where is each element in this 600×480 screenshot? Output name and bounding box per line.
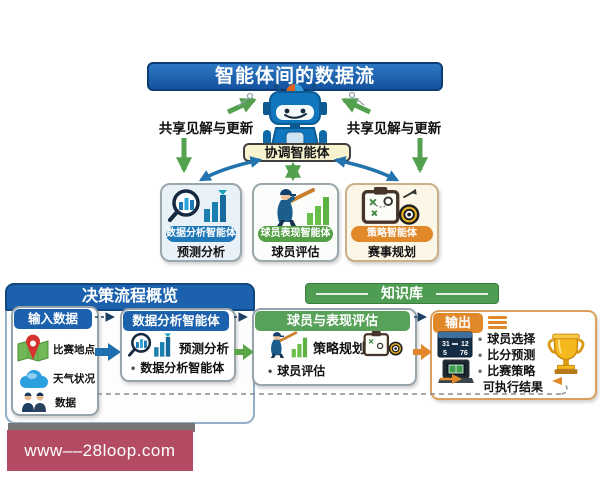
arrow-coordinator-right	[333, 156, 400, 182]
svg-text:31: 31	[442, 341, 450, 348]
input-item-label: 数据	[55, 396, 76, 409]
kb-deco-line-left	[316, 293, 368, 295]
svg-text:5: 5	[443, 350, 447, 357]
input-data-header: 输入数据	[14, 309, 92, 329]
agent-sub-label: 预测分析	[176, 245, 225, 259]
swoosh-dot-right	[348, 91, 356, 99]
output-item: 可执行结果	[483, 380, 544, 394]
output-item: 比分预测	[478, 346, 535, 363]
laptop-icon	[438, 359, 474, 383]
map-pin-icon	[17, 334, 49, 362]
input-item-label: 天气状况	[53, 373, 95, 385]
agent-card-player-performance: 球员表现智能体 球员评估	[252, 183, 339, 262]
magnifier-chart-icon	[162, 187, 240, 225]
trophy-icon	[547, 333, 585, 374]
tactics-board-icon	[363, 331, 403, 357]
knowledge-base-label: 知识库	[381, 285, 423, 301]
robot-icon	[263, 83, 327, 155]
people-icon	[22, 392, 46, 412]
kb-deco-line-right	[436, 293, 488, 295]
arrow-share-right-to-robot	[341, 97, 372, 115]
agent-card-data-analysis: 数据分析智能体 预测分析	[160, 183, 242, 262]
knowledge-base-bar: 知识库	[305, 283, 499, 304]
magnifier-chart-icon	[128, 332, 171, 357]
agent-label: 数据分析智能体	[166, 226, 236, 242]
evaluation-box-header: 球员与表现评估	[255, 311, 410, 331]
agent-label: 策略智能体	[351, 226, 433, 242]
menu-lines-icon	[488, 316, 507, 331]
input-item-label: 比赛地点	[53, 343, 95, 356]
output-item: 比赛策略	[478, 362, 535, 379]
agent-label: 球员表现智能体	[258, 226, 333, 242]
share-updates-right-label: 共享见解与更新	[346, 121, 442, 136]
analysis-primary-label: 预测分析	[179, 342, 230, 356]
batter-chart-icon	[270, 331, 308, 358]
analysis-bullet-label: 数据分析智能体	[131, 359, 224, 376]
arrow-coordinator-left	[198, 156, 263, 182]
evaluation-bullet-label: 球员评估	[268, 362, 325, 379]
output-box-header: 输出	[433, 313, 483, 333]
watermark: www––28loop.com	[7, 430, 193, 471]
scoreboard-icon: 31 12 5 76	[437, 331, 473, 358]
agent-sub-label: 球员评估	[271, 245, 320, 259]
batter-chart-icon	[254, 187, 337, 226]
evaluation-primary-label: 策略规划	[313, 341, 366, 356]
analysis-box-header: 数据分析智能体	[123, 311, 229, 331]
cloud-icon	[20, 370, 48, 388]
share-updates-left-label: 共享见解与更新	[158, 121, 254, 136]
coordinator-agent-node: 协调智能体	[243, 143, 351, 162]
output-item: 球员选择	[478, 330, 535, 347]
svg-text:76: 76	[460, 350, 468, 357]
watermark-bar	[8, 423, 195, 432]
arrow-share-left-to-robot	[226, 97, 257, 115]
agent-card-strategy: 策略智能体 赛事规划	[345, 183, 439, 262]
tactics-board-icon	[347, 186, 437, 225]
svg-text:12: 12	[461, 341, 469, 348]
agent-sub-label: 赛事规划	[367, 245, 416, 259]
